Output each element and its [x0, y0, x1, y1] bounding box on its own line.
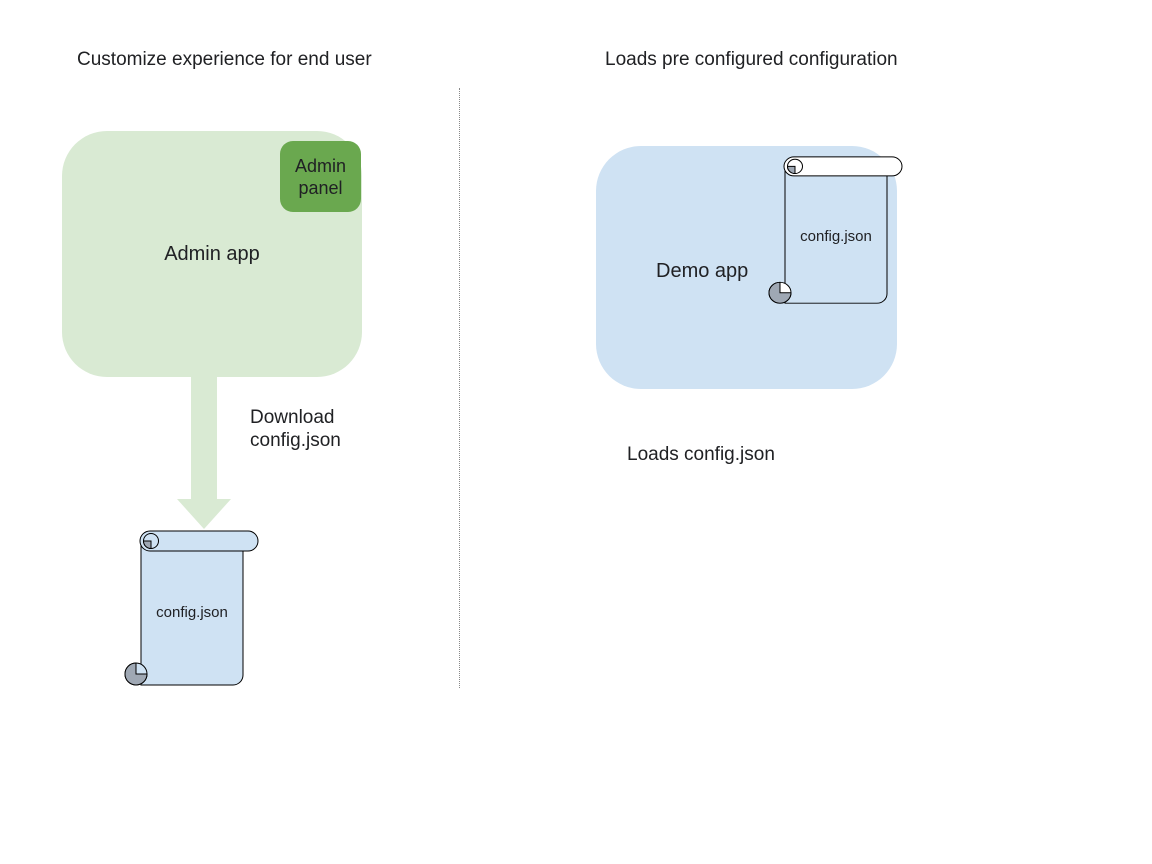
- right-section-title: Loads pre configured configuration: [605, 49, 898, 70]
- admin-panel-box: Admin panel: [280, 141, 361, 212]
- config-json-label-left: config.json: [156, 604, 228, 621]
- demo-app-label: Demo app: [656, 260, 749, 282]
- demo-app-box: [596, 146, 897, 389]
- loads-config-caption: Loads config.json: [627, 444, 775, 465]
- section-divider: [459, 88, 460, 688]
- config-json-scroll-right: [768, 156, 903, 304]
- download-caption: Download config.json: [250, 407, 341, 451]
- config-json-label-right: config.json: [800, 228, 872, 245]
- left-section-title: Customize experience for end user: [77, 49, 372, 70]
- download-arrow: [177, 377, 231, 529]
- admin-panel-label: Admin panel: [294, 155, 347, 198]
- config-json-scroll-left: [124, 530, 259, 686]
- admin-app-label: Admin app: [164, 243, 260, 265]
